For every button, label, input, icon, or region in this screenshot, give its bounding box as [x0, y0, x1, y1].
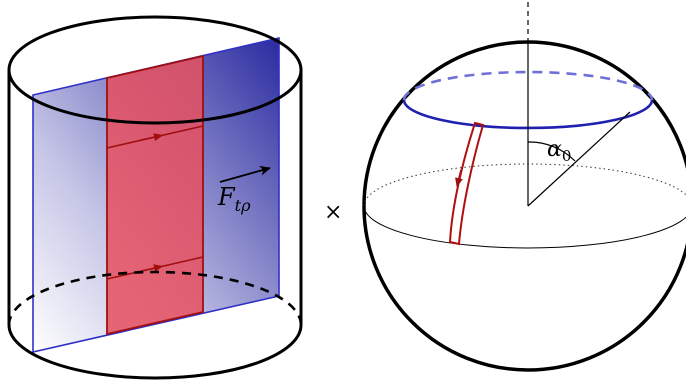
radius-to-latitude	[527, 111, 631, 207]
latitude-circle-back	[402, 70, 654, 101]
sphere: α0	[362, 2, 686, 372]
angle-arc	[527, 141, 576, 162]
sphere-outline	[362, 40, 686, 372]
equator-front	[363, 205, 686, 249]
cylinder-bottom-back	[7, 270, 303, 326]
times-symbol: ×	[324, 200, 342, 225]
red-arrow-lower-head	[139, 264, 163, 273]
cylinder: Ftρ	[7, 15, 303, 380]
angle-label: α0	[547, 137, 571, 165]
loop-arrow	[455, 169, 463, 187]
force-arrow	[219, 165, 271, 183]
loop-outer	[448, 121, 485, 246]
force-label: Ftρ	[217, 183, 251, 215]
equator-back	[363, 163, 686, 207]
red-arrow-upper-head	[139, 133, 163, 142]
red-band	[106, 54, 204, 336]
cylinder-bottom-front	[7, 324, 303, 380]
